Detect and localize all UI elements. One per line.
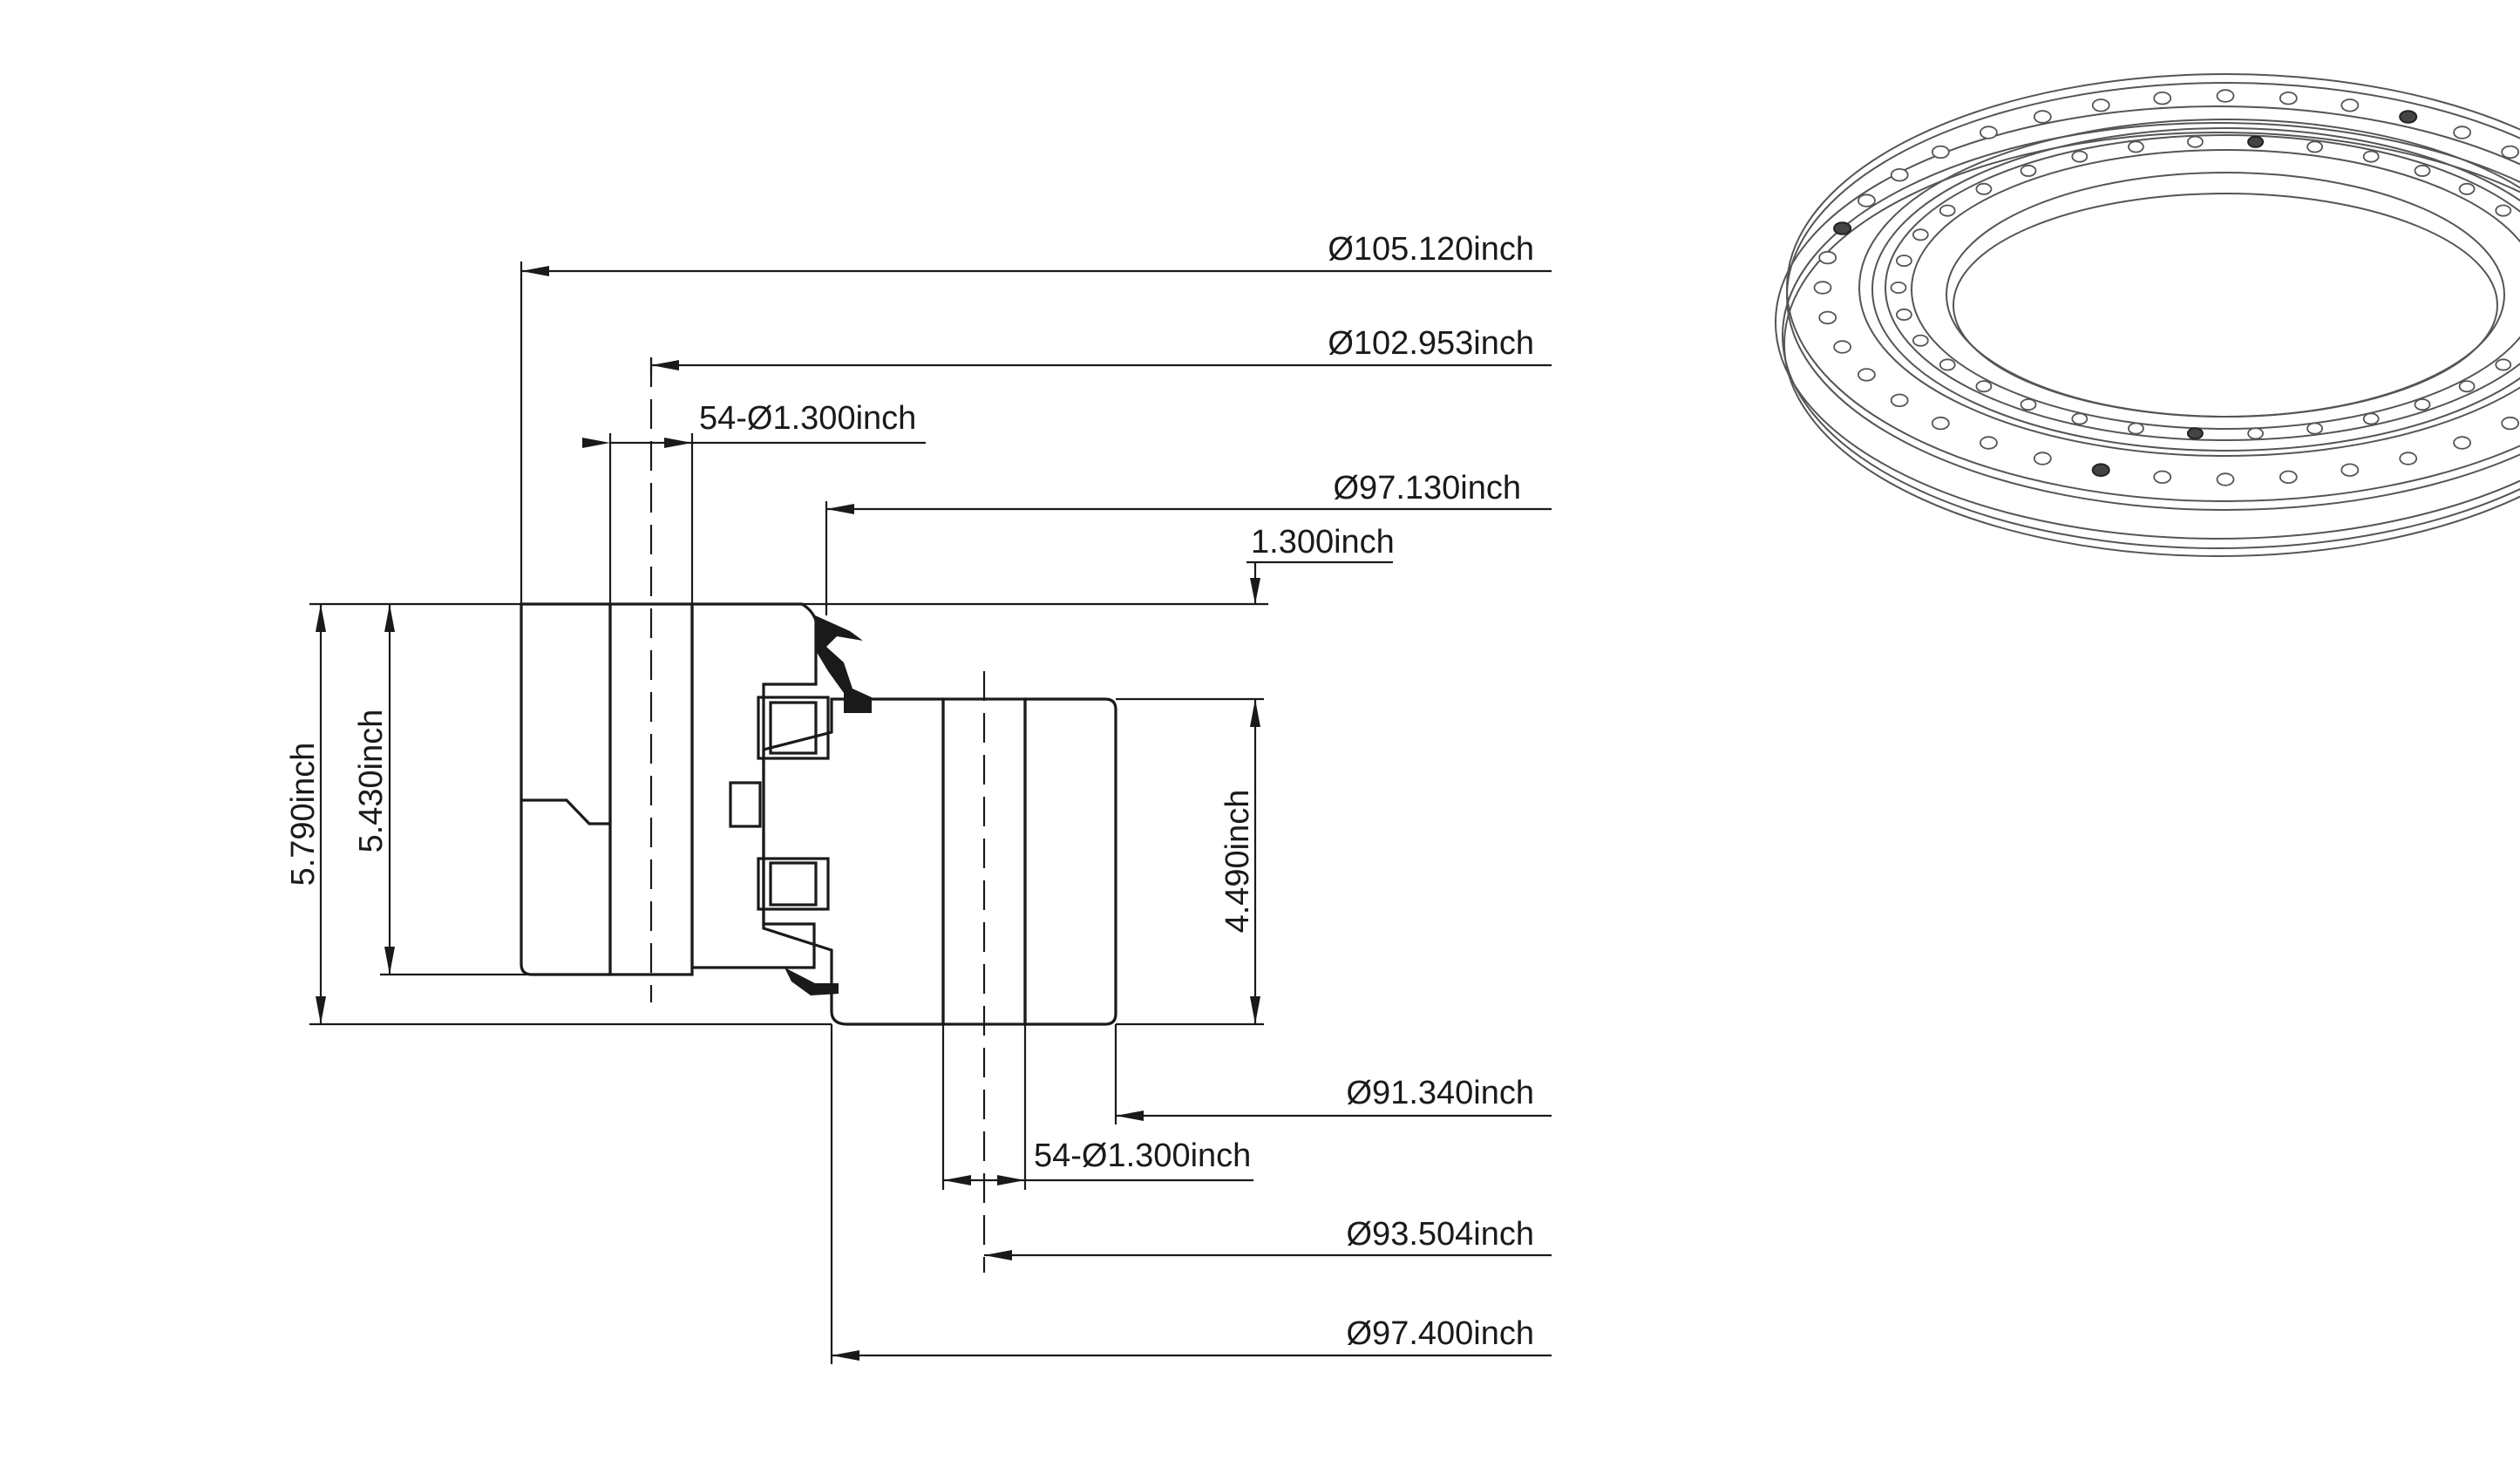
bolt-hole	[2399, 452, 2418, 465]
seals	[785, 615, 872, 995]
bolt-hole	[1890, 281, 1907, 294]
bolt-hole	[1912, 334, 1929, 347]
bolt-hole	[2362, 412, 2380, 425]
bolt-hole	[2458, 182, 2476, 195]
bolt-hole	[2501, 416, 2520, 431]
bolt-hole	[2453, 126, 2472, 139]
bolt-hole	[2414, 164, 2431, 177]
bolt-hole	[1818, 250, 1837, 265]
outer-diameter-label: Ø105.120inch	[1328, 231, 1534, 268]
inner-ring-height-label: 4.490inch	[1219, 790, 1256, 934]
outer-bolt-circle-label: Ø102.953inch	[1328, 325, 1534, 362]
bolt-hole	[2362, 150, 2380, 163]
bolt-hole	[2020, 398, 2037, 411]
bolt-hole	[2127, 140, 2144, 153]
inner-ring-outer-diameter-label: Ø97.400inch	[1347, 1315, 1535, 1352]
inner-holes-label: 54-Ø1.300inch	[1034, 1138, 1251, 1174]
bolt-hole	[2033, 452, 2052, 465]
bolt-hole	[2091, 98, 2110, 112]
bolt-hole	[2186, 135, 2204, 148]
bolt-hole	[2306, 140, 2324, 153]
bolt-hole	[2247, 135, 2265, 148]
bolt-hole	[1931, 416, 1950, 431]
bolt-hole	[1975, 380, 1993, 393]
bolt-hole	[2495, 358, 2512, 371]
bolt-hole	[2091, 463, 2110, 478]
bolt-hole	[1895, 308, 1912, 321]
bolt-hole	[1833, 221, 1852, 235]
bolt-hole	[1939, 358, 1956, 371]
bolt-hole	[2033, 110, 2052, 124]
bolt-hole	[2495, 204, 2512, 217]
bolt-hole	[1818, 310, 1837, 325]
bolt-hole	[2279, 470, 2298, 485]
bolt-holes	[1813, 89, 2520, 486]
bolt-hole	[2020, 164, 2037, 177]
bolt-hole	[2071, 412, 2089, 425]
bolt-hole	[2399, 110, 2418, 124]
bolt-hole	[1890, 393, 1909, 408]
bolt-hole	[2216, 89, 2235, 103]
bolt-hole	[1979, 436, 1998, 450]
bolt-hole	[2458, 380, 2476, 393]
bolt-hole	[2501, 145, 2520, 160]
bolt-hole	[1895, 255, 1912, 268]
bolt-hole	[1833, 340, 1852, 354]
bolt-hole	[1939, 204, 1956, 217]
bolt-hole	[1975, 182, 1993, 195]
gap-height-label: 1.300inch	[1251, 524, 1395, 560]
bolt-hole	[2071, 150, 2089, 163]
outer-holes-label: 54-Ø1.300inch	[699, 400, 916, 437]
bolt-hole	[1912, 228, 1929, 241]
bolt-hole	[1931, 145, 1950, 160]
inner-bolt-circle-label: Ø93.504inch	[1347, 1216, 1535, 1253]
bolt-hole	[2153, 470, 2172, 485]
bolt-hole	[2340, 98, 2360, 112]
outer-ring-section	[520, 602, 818, 976]
bolt-hole	[2414, 398, 2431, 411]
outer-ring-height-label: 5.430inch	[353, 710, 390, 853]
dimension-labels: Ø105.120inch Ø102.953inch 54-Ø1.300inch …	[285, 231, 1534, 1352]
dimension-lines	[309, 262, 1552, 1364]
bolt-hole	[1857, 194, 1876, 207]
bolt-hole	[2247, 427, 2265, 440]
bolt-hole	[2186, 427, 2204, 440]
total-height-label: 5.790inch	[285, 743, 322, 886]
bolt-hole	[1979, 126, 1998, 139]
bolt-hole	[1857, 368, 1876, 382]
bolt-hole	[2306, 422, 2324, 435]
outer-ring-inner-diameter-label: Ø97.130inch	[1334, 470, 1522, 506]
rollers	[729, 696, 830, 911]
bolt-hole	[2340, 463, 2360, 477]
bolt-hole	[2216, 472, 2235, 486]
inner-diameter-label: Ø91.340inch	[1347, 1075, 1535, 1111]
cross-section	[520, 357, 1117, 1273]
bolt-hole	[1813, 281, 1832, 295]
bolt-hole	[2127, 422, 2144, 435]
bolt-hole	[2453, 436, 2472, 450]
bearing-isometric-view	[1775, 73, 2520, 557]
bolt-hole	[2279, 91, 2298, 105]
bolt-hole	[2153, 91, 2172, 105]
bolt-hole	[1890, 167, 1909, 182]
